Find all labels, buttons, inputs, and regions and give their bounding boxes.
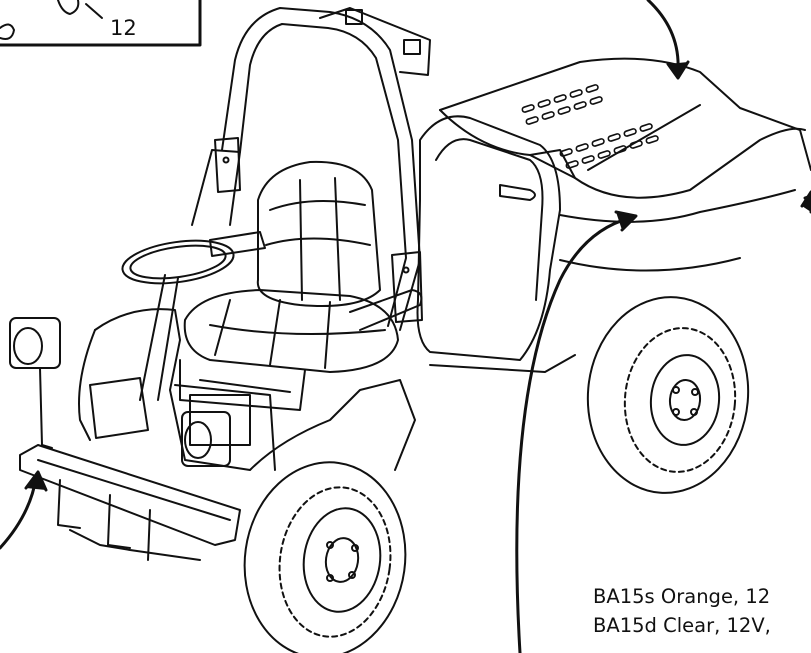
hinge-bolt [224,158,229,163]
arrowhead-bottom-left [26,472,46,490]
bulb-spec-clear: BA15d Clear, 12V, [593,614,771,637]
front-bumper [20,445,240,560]
seat-backrest [258,162,380,306]
rear-hood [430,59,811,372]
callout-leader [86,4,102,18]
hood-vents [522,84,659,168]
front-wheel [232,452,418,653]
arrowhead-right [802,192,811,212]
battery-box [190,395,250,445]
rollbar-hinge-right [392,252,422,322]
operator-seat [180,162,421,410]
rear-wheel [580,290,756,499]
arrow-top [648,0,678,70]
rollbar-bracket [404,40,420,54]
inset-part-outline [0,24,14,39]
arrowhead-top [668,62,688,78]
arrow-center [517,218,630,653]
bulb-spec-orange: BA15s Orange, 12 [593,585,771,608]
seat-base [180,360,305,410]
inset-frame [0,0,200,45]
seat-cushion [185,290,398,372]
front-grille [90,378,148,438]
arrow-bottom-left [0,478,36,548]
inset-bulb-shape [58,0,78,14]
callout-number: 12 [110,16,137,40]
panel-handle [500,185,535,200]
work-light-right [182,412,230,466]
hinge-bolt [404,268,409,273]
rollbar-brackets [320,8,430,75]
front-body [79,309,415,470]
rollbar-hinge-left [215,138,240,192]
arrowhead-center [616,212,636,230]
work-light-left [10,318,60,448]
rollbar-bracket [346,10,362,24]
armrest-right [350,290,421,330]
steering-wheel [120,234,236,400]
roll-bar [192,8,430,330]
armrest-left [210,232,265,256]
rear-panel [418,116,561,360]
